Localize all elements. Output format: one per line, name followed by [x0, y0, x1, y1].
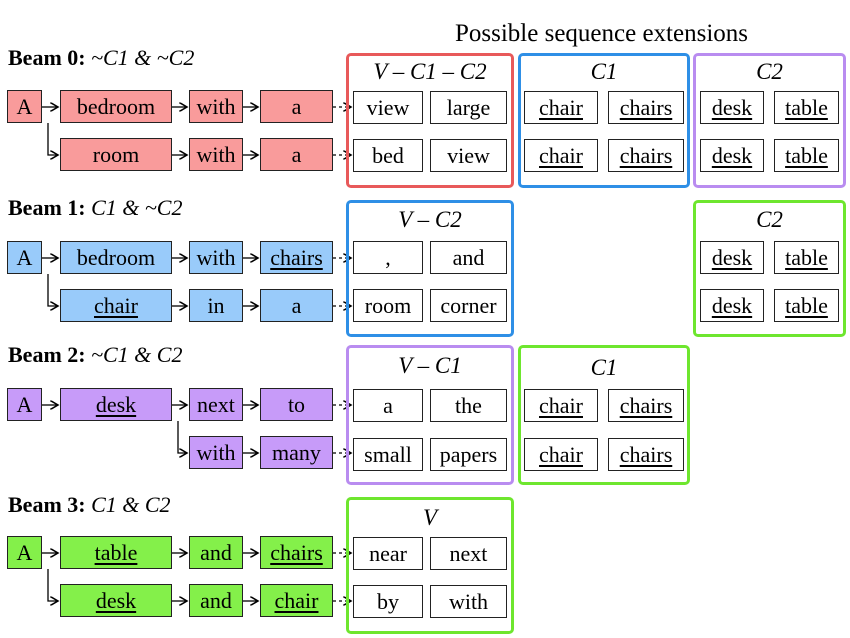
extension-token: a — [353, 389, 423, 422]
extension-token: table — [774, 139, 839, 172]
beam-1-token: bedroom — [60, 241, 172, 274]
beam-2-token: many — [260, 436, 333, 469]
beam-3-token: table — [60, 536, 172, 569]
extension-token: small — [353, 438, 423, 471]
beam-1-label: Beam 1: C1 & ~C2 — [8, 195, 183, 220]
beam-1-token: with — [189, 241, 243, 274]
extension-token: chairs — [608, 91, 684, 124]
beam-0-token: a — [260, 90, 333, 123]
extension-token: chairs — [608, 438, 684, 471]
extension-token: chairs — [608, 139, 684, 172]
extension-token: view — [430, 139, 507, 172]
beam-0-vocab-group — [346, 53, 514, 188]
extension-token: desk — [700, 91, 764, 124]
group-heading: V — [422, 505, 438, 530]
group-heading: C2 — [756, 59, 783, 84]
beam-1-c2-group — [693, 200, 846, 337]
extension-token: the — [430, 389, 507, 422]
beam-0-token: a — [260, 138, 333, 171]
beam-0-label: Beam 0: ~C1 & ~C2 — [8, 45, 195, 70]
extension-token: corner — [430, 289, 507, 322]
beam-1-token: chairs — [260, 241, 333, 274]
extension-token: chair — [524, 389, 598, 422]
extension-token: chair — [524, 91, 598, 124]
beam-0-token: room — [60, 138, 172, 171]
group-heading: C2 — [756, 207, 783, 232]
extension-token: desk — [700, 289, 764, 322]
extension-token: chair — [524, 438, 598, 471]
group-heading: V – C1 – C2 — [373, 59, 487, 84]
beam-2-token: A — [7, 388, 42, 421]
extension-token: view — [353, 91, 423, 124]
extension-token: , — [353, 241, 423, 274]
beam-1-token: A — [7, 241, 42, 274]
extension-token: next — [430, 537, 507, 570]
extension-token: table — [774, 241, 839, 274]
beam-3-token: and — [189, 536, 243, 569]
beam-3-vocab-group — [346, 497, 514, 634]
beam-1-vocab-group — [346, 200, 514, 337]
beam-2-c1-group — [518, 345, 690, 485]
beam-2-label: Beam 2: ~C1 & C2 — [8, 342, 183, 367]
extension-token: papers — [430, 438, 507, 471]
extension-token: chairs — [608, 389, 684, 422]
extension-token: with — [430, 585, 507, 618]
beam-2-token: to — [260, 388, 333, 421]
beam-2-token: desk — [60, 388, 172, 421]
beam-3-label: Beam 3: C1 & C2 — [8, 492, 171, 517]
beam-2-token: next — [189, 388, 243, 421]
extension-token: desk — [700, 241, 764, 274]
beam-0-token: with — [189, 90, 243, 123]
extension-token: bed — [353, 139, 423, 172]
extension-token: table — [774, 289, 839, 322]
extension-token: by — [353, 585, 423, 618]
group-heading: C1 — [590, 59, 618, 84]
beam-1-token: chair — [60, 289, 172, 322]
group-heading: C1 — [590, 355, 618, 380]
extension-token: table — [774, 91, 839, 124]
extension-token: chair — [524, 139, 598, 172]
extension-token: large — [430, 91, 507, 124]
beam-0-token: A — [7, 90, 42, 123]
extension-token: near — [353, 537, 423, 570]
extension-token: desk — [700, 139, 764, 172]
extension-token: room — [353, 289, 423, 322]
beam-3-token: A — [7, 536, 42, 569]
beam-0-c2-group — [693, 53, 846, 188]
beam-2-token: with — [189, 436, 243, 469]
group-heading: V – C2 — [398, 207, 462, 232]
group-heading: V – C1 — [398, 353, 462, 378]
beam-3-token: chairs — [260, 536, 333, 569]
beam-0-token: bedroom — [60, 90, 172, 123]
beam-0-c1-group — [518, 53, 690, 188]
extension-token: and — [430, 241, 507, 274]
beam-3-token: and — [189, 584, 243, 617]
beam-3-token: chair — [260, 584, 333, 617]
beam-2-vocab-group — [346, 345, 514, 485]
beam-1-token: a — [260, 289, 333, 322]
beam-1-token: in — [189, 289, 243, 322]
extensions-title: Possible sequence extensions — [455, 20, 749, 47]
beam-0-token: with — [189, 138, 243, 171]
beam-3-token: desk — [60, 584, 172, 617]
